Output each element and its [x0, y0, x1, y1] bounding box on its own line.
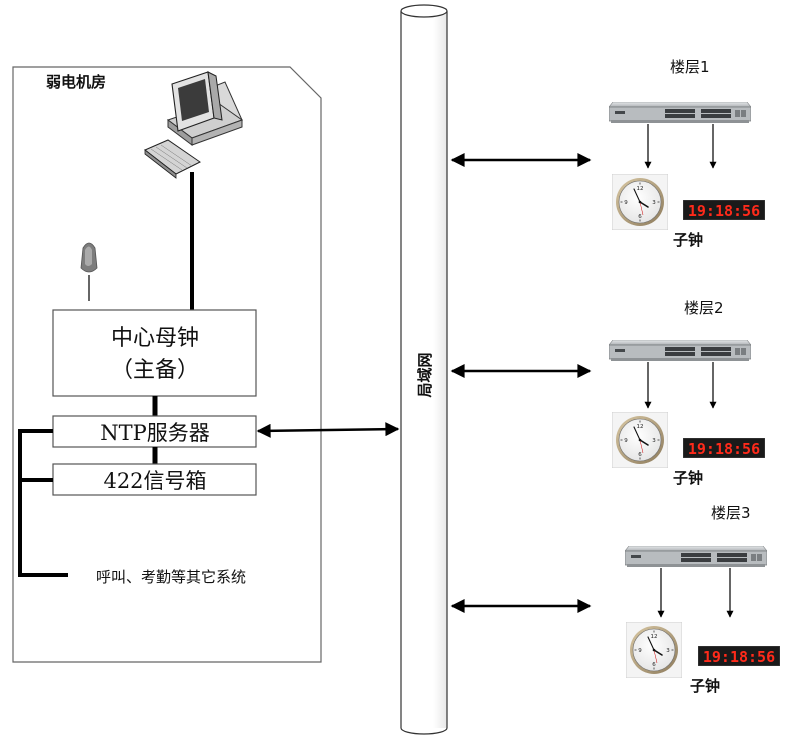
floor-2-label: 楼层2 [684, 299, 724, 317]
floor-3-label: 楼层3 [711, 504, 751, 522]
lan-backbone-cylinder: 局域网 [400, 4, 448, 735]
floor-3-switch-icon [625, 546, 767, 568]
floor-1-analog-clock-icon [612, 174, 668, 230]
master-clock-box: 中心母钟 （主备） [52, 309, 257, 397]
ntp-server-box: NTP服务器 [52, 415, 257, 448]
floor-2-group: 楼层2 19:18:56 子钟 [450, 299, 765, 487]
floor-1-switch-icon [609, 102, 751, 124]
floor-2-analog-clock-icon [612, 412, 668, 468]
workstation-computer-icon [144, 71, 244, 179]
floor-2-digital-time: 19:18:56 [688, 440, 760, 458]
ntp-lan-double-arrow [256, 422, 400, 438]
floor-3-sub-clock-label: 子钟 [690, 677, 720, 695]
signal-box-label: 422信号箱 [103, 469, 206, 493]
floor-3-analog-clock-icon [626, 622, 682, 678]
floor-2-switch-icon [609, 340, 751, 362]
master-clock-label: 中心母钟 [111, 326, 199, 351]
floor-1-group: 楼层1 19:18:56 子钟 [450, 58, 765, 249]
floor-3-group: 楼层3 19:18:56 子钟 [450, 504, 780, 695]
floor-1-digital-time: 19:18:56 [688, 202, 760, 220]
machine-room-title: 弱电机房 [46, 73, 106, 91]
gps-antenna-icon [80, 242, 98, 301]
floor-3-digital-time: 19:18:56 [703, 648, 775, 666]
floor-2-sub-clock-label: 子钟 [673, 469, 703, 487]
other-systems-label: 呼叫、考勤等其它系统 [96, 568, 246, 586]
other-systems-bus-line [18, 429, 68, 577]
floor-1-label: 楼层1 [670, 58, 710, 76]
signal-box: 422信号箱 [52, 463, 257, 496]
machine-room-panel: 弱电机房 [12, 66, 322, 663]
lan-label: 局域网 [416, 352, 434, 398]
ntp-server-label: NTP服务器 [100, 421, 210, 445]
floor-1-sub-clock-label: 子钟 [673, 231, 703, 249]
master-clock-backup-label: （主备） [111, 358, 199, 383]
